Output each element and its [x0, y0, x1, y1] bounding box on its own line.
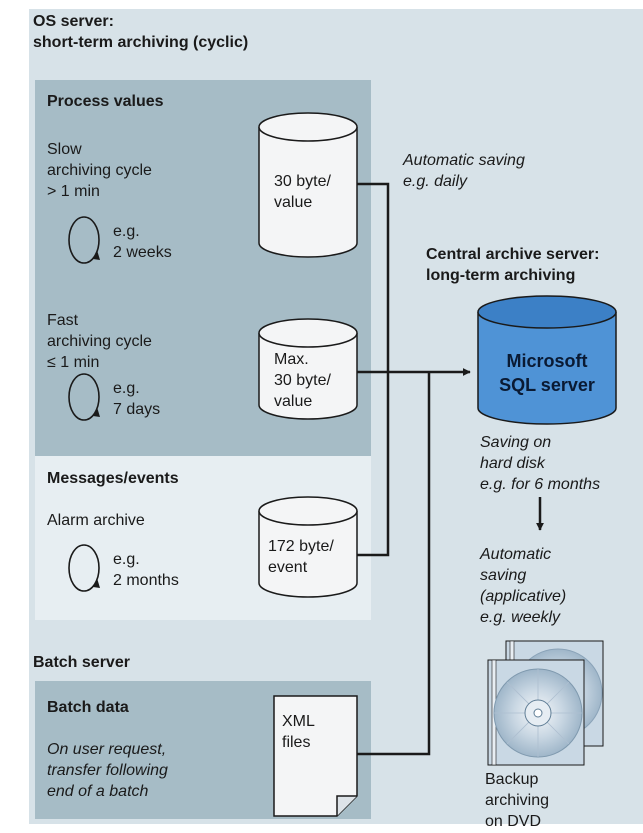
alarm-archive-label: Alarm archive [47, 512, 145, 529]
batch-server-title: Batch server [33, 654, 130, 671]
sql-server-label: Microsoft SQL server [499, 351, 595, 395]
hard-disk-saving-note: Saving on hard disk e.g. for 6 months [480, 434, 601, 493]
backup-label: Backup archiving on DVD [485, 771, 550, 830]
os-server-title: OS server: short-term archiving (cyclic) [33, 13, 249, 51]
fast-cycle-label: Fast archiving cycle ≤ 1 min [47, 312, 152, 371]
slow-cycle-storage-cylinder [258, 112, 358, 258]
batch-data-title: Batch data [47, 699, 129, 716]
automatic-saving-weekly: Automatic saving (applicative) e.g. week… [480, 546, 567, 626]
messages-title: Messages/events [47, 470, 179, 487]
dvd-backup-icon [487, 640, 604, 766]
xml-files-label: XML files [282, 713, 315, 751]
fast-cycle-storage-cylinder [258, 318, 358, 420]
alarm-storage: 172 byte/ event [268, 538, 334, 576]
batch-data-note: On user request, transfer following end … [47, 741, 168, 800]
slow-cycle-storage: 30 byte/ value [274, 173, 331, 211]
alarm-storage-cylinder [258, 496, 358, 598]
alarm-cycle-icon [68, 544, 100, 592]
fast-cycle-icon [68, 373, 100, 421]
process-values-title: Process values [47, 93, 164, 110]
xml-document-icon [273, 695, 358, 817]
fast-cycle-retention: e.g. 7 days [113, 380, 161, 418]
central-server-title: Central archive server: long-term archiv… [426, 246, 600, 284]
sql-server-cylinder [477, 295, 617, 425]
slow-cycle-label: Slow archiving cycle > 1 min [47, 141, 152, 200]
alarm-retention: e.g. 2 months [113, 551, 179, 589]
slow-cycle-icon [68, 216, 100, 264]
archive-connection-lines [357, 182, 431, 756]
fast-cycle-storage: Max. 30 byte/ value [274, 351, 331, 410]
slow-cycle-retention: e.g. 2 weeks [113, 223, 172, 261]
automatic-saving-daily: Automatic saving e.g. daily [403, 152, 525, 190]
